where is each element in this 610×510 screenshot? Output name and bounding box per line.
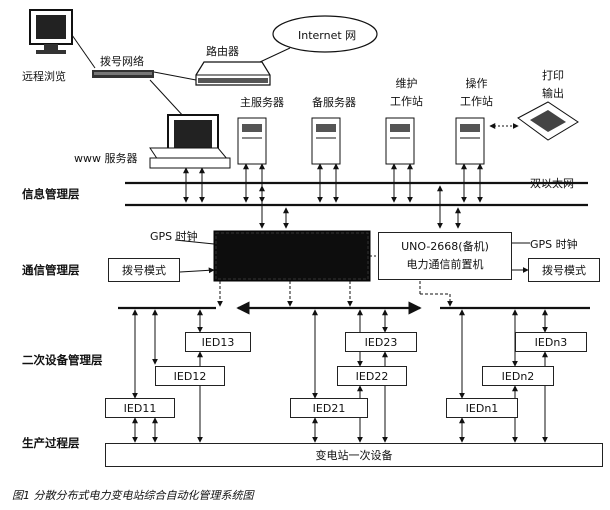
ied13-box: IED13 — [185, 332, 251, 352]
primary-equipment-bar: 变电站一次设备 — [105, 443, 603, 467]
layer-production-label: 生产过程层 — [22, 436, 80, 450]
iedn1-box: IEDn1 — [446, 398, 518, 418]
operation-ws-label: 操作 工作站 — [460, 77, 493, 108]
gps-clock-left-label: GPS 时钟 — [150, 230, 198, 243]
backup-server-label: 备服务器 — [312, 96, 356, 109]
bus-to-comm-connectors — [259, 185, 461, 229]
gps-left-connector — [174, 239, 215, 245]
ied22-box: IED22 — [337, 366, 407, 386]
primary-frontend-box — [213, 230, 371, 282]
router-to-internet-line — [259, 47, 291, 63]
www-server-icon — [149, 114, 231, 169]
printer-icon — [517, 101, 579, 141]
remote-browse-label: 远程浏览 — [22, 70, 66, 83]
print-output-label: 打印 输出 — [542, 69, 564, 100]
iedn3-box: IEDn3 — [515, 332, 587, 352]
remote-to-modem-line — [71, 34, 96, 69]
main-server-tower-icon — [237, 117, 267, 165]
modem-icon — [92, 70, 154, 78]
dial-network-label: 拨号网络 — [100, 55, 144, 68]
ied11-box: IED11 — [105, 398, 175, 418]
backup-server-tower-icon — [311, 117, 341, 165]
operation-ws-tower-icon — [455, 117, 485, 165]
ied23-box: IED23 — [345, 332, 417, 352]
layer-info-label: 信息管理层 — [22, 187, 80, 201]
remote-pc-icon — [29, 9, 73, 54]
gps-clock-right-label: GPS 时钟 — [530, 238, 578, 251]
ied12-box: IED12 — [155, 366, 225, 386]
modem-to-router-line — [153, 71, 197, 81]
dial-left-connector — [179, 267, 215, 274]
dial-mode-right-box: 拨号模式 — [528, 258, 600, 282]
internet-label: Internet 网 — [298, 29, 357, 42]
comm-to-field-connectors — [217, 281, 453, 307]
layer-comm-label: 通信管理层 — [22, 263, 80, 277]
internet-cloud — [272, 15, 378, 53]
dial-mode-left-box: 拨号模式 — [108, 258, 180, 282]
dual-ethernet-label: 双以太网 — [530, 177, 574, 190]
ied21-box: IED21 — [290, 398, 368, 418]
iedn2-box: IEDn2 — [482, 366, 554, 386]
router-icon — [195, 61, 271, 86]
layer-secondary-label: 二次设备管理层 — [22, 353, 103, 367]
main-server-label: 主服务器 — [240, 96, 284, 109]
frontend-backup-box: UNO-2668(备机) 电力通信前置机 — [378, 232, 512, 280]
router-label: 路由器 — [206, 45, 239, 58]
figure-caption: 图1 分散分布式电力变电站综合自动化管理系统图 — [12, 489, 254, 502]
www-server-label: www 服务器 — [74, 152, 138, 165]
modem-to-www-line — [149, 79, 186, 119]
maintenance-ws-label: 维护 工作站 — [390, 77, 423, 108]
primary-frontend-texture — [215, 232, 369, 280]
maintenance-ws-tower-icon — [385, 117, 415, 165]
